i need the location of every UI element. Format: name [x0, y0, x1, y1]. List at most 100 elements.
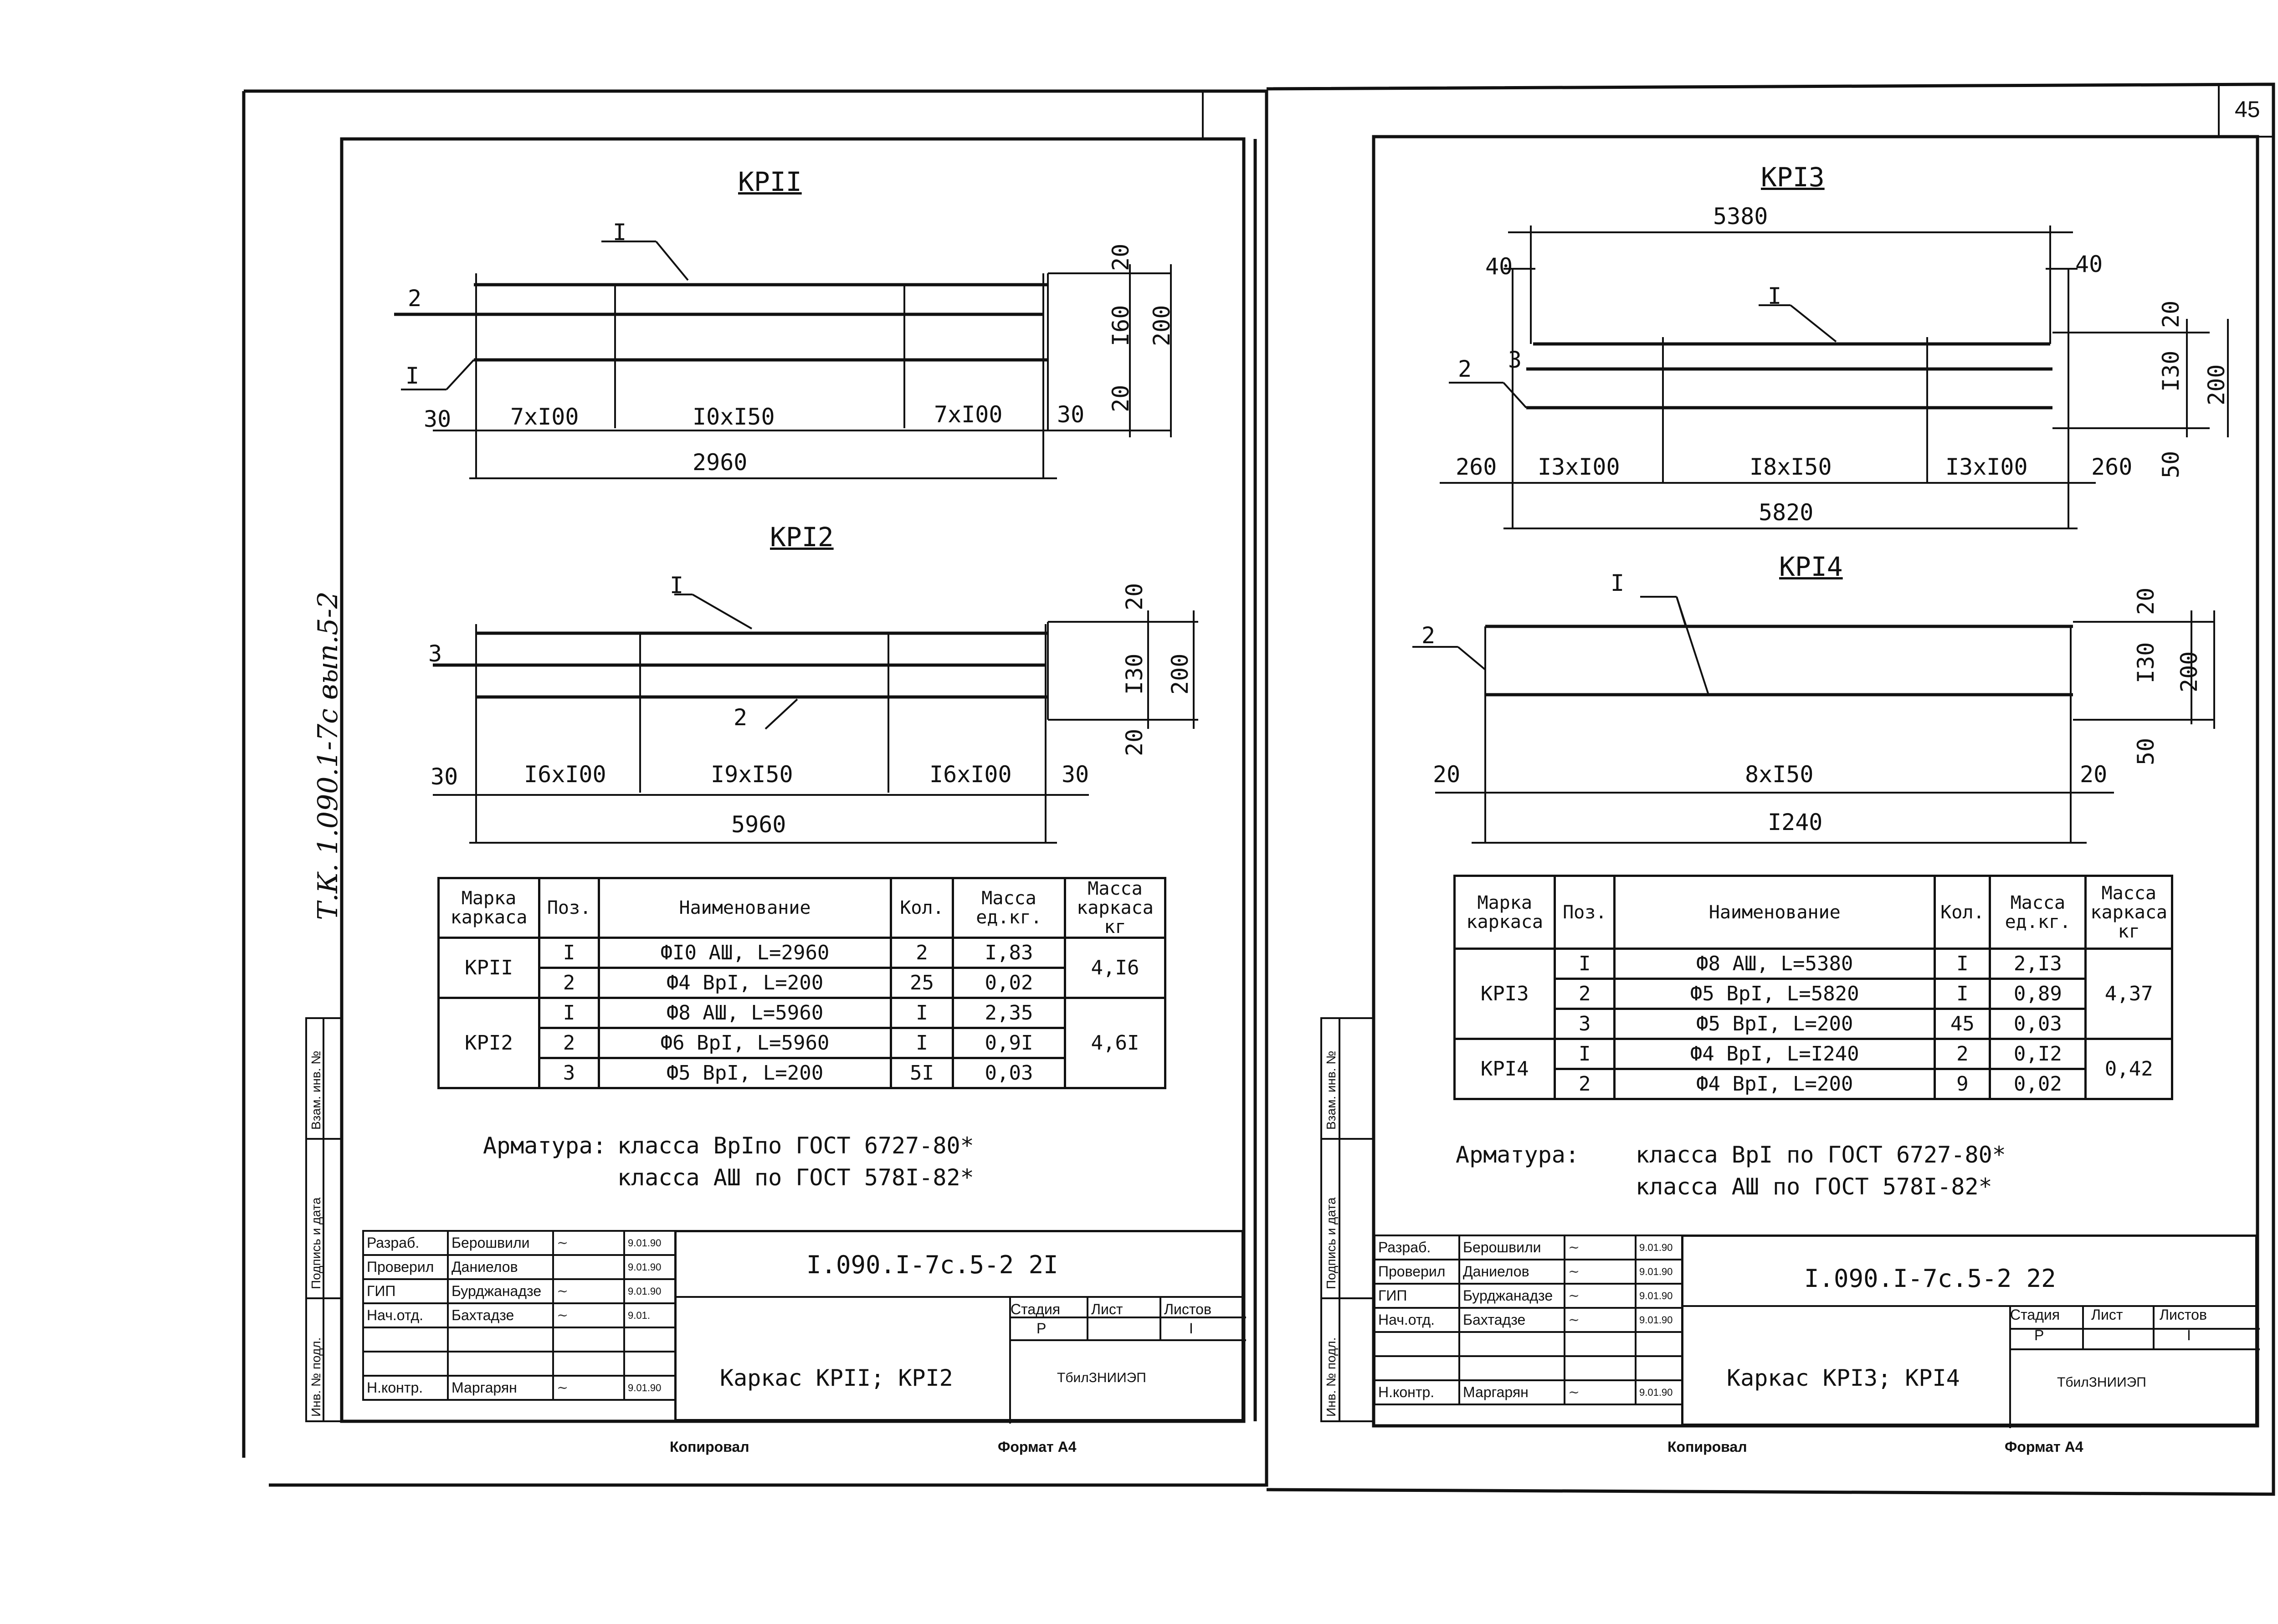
- bom-unit: 2,I3: [1989, 948, 2087, 980]
- table-row: Нач.отд.Бахтадзе~9.01.: [362, 1302, 677, 1328]
- bom-qty: I: [1934, 948, 1991, 980]
- left-sheets-header: Листов: [1164, 1301, 1211, 1317]
- kr11-rdim-0: 20: [1108, 243, 1134, 271]
- tb-date: [623, 1351, 677, 1377]
- side-field-right-1: Взам. инв. №: [1324, 1050, 1338, 1130]
- table-row: 2 Ф6 ВрI, L=5960 I 0,9I: [439, 1027, 1165, 1059]
- kr11-dim-0: 30: [424, 406, 451, 432]
- kr11-drawing: [394, 241, 1172, 479]
- tb-date: 9.01.90: [1635, 1235, 1683, 1260]
- tb-signature: ~: [552, 1230, 625, 1256]
- bom-unit: I,83: [952, 937, 1066, 969]
- bom-qty: 45: [1934, 1008, 1991, 1040]
- tb-name: [447, 1351, 554, 1377]
- left-format: Формат А4: [998, 1439, 1077, 1455]
- left-drawing-name: Каркас КРII; КРI2: [720, 1365, 953, 1391]
- tb-date: [1635, 1355, 1683, 1381]
- bom-name: Ф8 АШ, L=5380: [1613, 948, 1936, 980]
- bom-header-name: Наименование: [598, 877, 892, 939]
- kr11-dim-1: 7хI00: [510, 404, 579, 430]
- right-note-line1: класса ВрI по ГОСТ 6727-80*: [1636, 1142, 2006, 1168]
- tb-name: Маргарян: [1458, 1379, 1565, 1405]
- left-copied: Копировал: [670, 1439, 749, 1455]
- side-stamp: Т.К. 1.090.1-7с вып.5-2: [312, 591, 344, 920]
- tb-date: 9.01.90: [623, 1278, 677, 1304]
- tb-name: [1458, 1331, 1565, 1357]
- tb-role: Нач.отд.: [362, 1302, 449, 1328]
- bom-pos: 3: [1554, 1008, 1616, 1040]
- left-bom-table: Марка каркаса Поз. Наименование Кол. Мас…: [437, 877, 1166, 1089]
- kr12-rdim-2: 200: [1167, 653, 1193, 695]
- bom-header-name: Наименование: [1613, 875, 1936, 950]
- tb-name: [1458, 1355, 1565, 1381]
- tb-signature: ~: [552, 1278, 625, 1304]
- tb-signature: ~: [1564, 1235, 1637, 1260]
- kr13-dim-0: 260: [1456, 454, 1497, 480]
- tb-signature: ~: [1564, 1259, 1637, 1285]
- left-note-line2: класса АШ по ГОСТ 578I-82*: [617, 1164, 974, 1191]
- tb-role: Разраб.: [1374, 1235, 1460, 1260]
- bom-mass: 4,37: [2084, 948, 2173, 1040]
- tb-name: Бахтадзе: [447, 1302, 554, 1328]
- right-bom-table: Марка каркаса Поз. Наименование Кол. Мас…: [1453, 875, 2173, 1100]
- bom-qty: 9: [1934, 1068, 1991, 1100]
- bom-unit: 0,89: [1989, 978, 2087, 1010]
- right-format: Формат А4: [2005, 1439, 2083, 1455]
- tb-name: [447, 1327, 554, 1352]
- table-row: 3 Ф5 ВрI, L=200 5I 0,03: [439, 1057, 1165, 1089]
- kr12-drawing: [433, 594, 1198, 844]
- tb-signature: [552, 1254, 625, 1280]
- tb-role: [362, 1327, 449, 1352]
- side-field-left-2: Подпись и дата: [309, 1197, 323, 1289]
- kr13-dim-4: 260: [2091, 454, 2133, 480]
- bom-header-frame-mass: Масса каркаса кг: [2084, 875, 2173, 950]
- left-doc-code: I.090.I-7с.5-2 2I: [806, 1250, 1058, 1279]
- tb-name: Берошвили: [1458, 1235, 1565, 1260]
- left-org: ТбилЗНИИЭП: [1057, 1370, 1146, 1385]
- kr14-rdim-2: 200: [2176, 651, 2202, 692]
- kr11-rdim-1: I60: [1108, 305, 1134, 346]
- table-row: 2 Ф4 ВрI, L=200 9 0,02: [1455, 1068, 2172, 1100]
- tb-signature: ~: [1564, 1307, 1637, 1333]
- tb-role: ГИП: [1374, 1283, 1460, 1309]
- kr13-dim-1: I3хI00: [1538, 454, 1620, 480]
- kr12-rdim-3: 20: [1121, 728, 1148, 756]
- tb-date: 9.01.: [623, 1302, 677, 1328]
- tb-role: [1374, 1355, 1460, 1381]
- bom-mark: КРI3: [1453, 948, 1556, 1040]
- side-field-left-1: Взам. инв. №: [309, 1050, 323, 1130]
- bom-header-unit-mass: Масса ед.кг.: [952, 877, 1066, 939]
- table-row: Н.контр.Маргарян~9.01.90: [362, 1375, 677, 1401]
- bom-unit: 0,02: [952, 967, 1066, 999]
- tb-date: 9.01.90: [1635, 1307, 1683, 1333]
- bom-name: Ф4 ВрI, L=200: [598, 967, 892, 999]
- kr12-dim-1: I6хI00: [524, 761, 606, 788]
- bom-mass: 0,42: [2084, 1038, 2173, 1100]
- bom-name: Ф5 ВрI, L=200: [1613, 1008, 1936, 1040]
- bom-unit: 0,I2: [1989, 1038, 2087, 1070]
- bom-name: Ф6 ВрI, L=5960: [598, 1027, 892, 1059]
- kr11-dim-3: 7хI00: [934, 401, 1003, 428]
- side-field-right-3: Инв. № подл.: [1324, 1337, 1338, 1417]
- right-sheets-header: Листов: [2160, 1306, 2207, 1323]
- kr12-dim-0: 30: [431, 763, 458, 790]
- bom-name: ФI0 АШ, L=2960: [598, 937, 892, 969]
- table-row: Разраб.Берошвили~9.01.90: [362, 1230, 677, 1256]
- table-row: 2 Ф4 ВрI, L=200 25 0,02: [439, 967, 1165, 999]
- tb-role: ГИП: [362, 1278, 449, 1304]
- kr13-side-dim-right: 40: [2075, 251, 2103, 277]
- page-number: 45: [2235, 97, 2260, 122]
- tb-signature: [1564, 1355, 1637, 1381]
- tb-date: 9.01.90: [1635, 1259, 1683, 1285]
- right-doc-code: I.090.I-7с.5-2 22: [1804, 1264, 2056, 1293]
- kr13-top-dim: 5380: [1713, 203, 1768, 230]
- kr14-dim-2: 20: [2080, 761, 2108, 788]
- bom-qty: I: [890, 997, 954, 1029]
- tb-role: Разраб.: [362, 1230, 449, 1256]
- kr14-total: I240: [1768, 809, 1823, 835]
- kr14-rdim-3: 50: [2133, 738, 2159, 765]
